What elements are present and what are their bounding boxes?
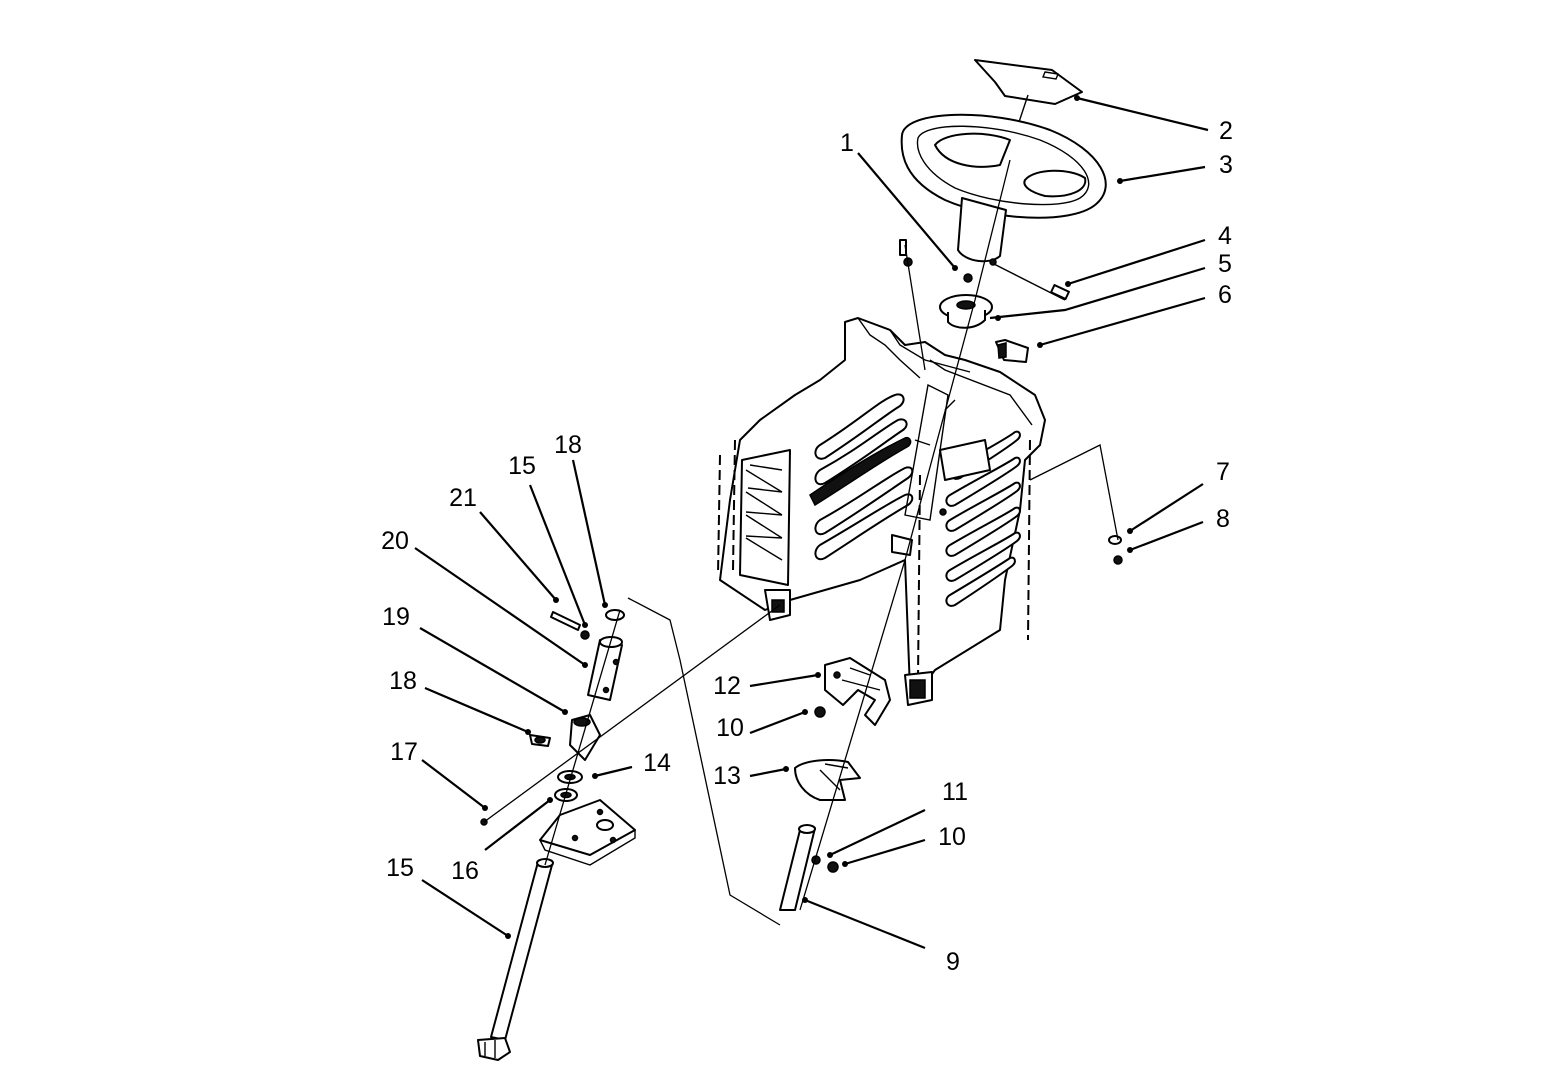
callout-3: 3 xyxy=(1117,151,1233,184)
callout-6: 6 xyxy=(1037,281,1232,348)
clip xyxy=(995,339,1029,363)
sleeve xyxy=(587,636,623,701)
callout-11: 11 xyxy=(827,778,968,858)
callout-2: 2 xyxy=(1074,95,1233,145)
callout-10-lower-label: 10 xyxy=(938,823,966,851)
callout-1-label: 1 xyxy=(840,129,854,157)
steering-shaft-bolt xyxy=(477,858,554,1061)
bracket-upper xyxy=(814,657,891,726)
callout-18-lower-label: 18 xyxy=(389,667,417,695)
callout-12-label: 12 xyxy=(713,672,741,700)
callout-7-label: 7 xyxy=(1216,458,1230,486)
steering-wheel xyxy=(900,113,1107,266)
steering-console-housing xyxy=(717,317,1046,706)
washer-lower xyxy=(529,734,551,747)
callout-4-label: 4 xyxy=(1218,222,1232,250)
callout-18-lower: 18 xyxy=(389,667,531,735)
callout-12: 12 xyxy=(713,672,821,700)
callout-10-upper: 10 xyxy=(716,709,808,742)
callout-7: 7 xyxy=(1127,458,1230,534)
callout-17: 17 xyxy=(390,738,488,811)
callout-2-label: 2 xyxy=(1219,117,1233,145)
callout-14-label: 14 xyxy=(643,749,671,777)
callout-5-label: 5 xyxy=(1218,250,1232,278)
roll-pin xyxy=(993,263,1070,301)
callout-18-upper-label: 18 xyxy=(554,431,582,459)
callout-16: 16 xyxy=(451,797,553,885)
callout-21: 21 xyxy=(449,484,559,603)
callout-21-label: 21 xyxy=(449,484,477,512)
parts-illustration xyxy=(477,59,1123,1061)
callout-10-upper-label: 10 xyxy=(716,714,744,742)
callout-15-lower: 15 xyxy=(386,854,511,939)
callout-10-lower: 10 xyxy=(842,823,966,867)
callout-5: 5 xyxy=(989,250,1232,321)
callout-13-label: 13 xyxy=(713,762,741,790)
callout-17-label: 17 xyxy=(390,738,418,766)
lower-steering-shaft xyxy=(779,824,839,911)
callout-13: 13 xyxy=(713,762,789,790)
callout-11-label: 11 xyxy=(942,778,968,806)
callout-9-label: 9 xyxy=(946,948,960,976)
callout-labels: 1 2 3 4 5 6 7 8 xyxy=(381,95,1233,976)
callout-6-label: 6 xyxy=(1218,281,1232,309)
callout-8: 8 xyxy=(1127,505,1230,553)
callout-14: 14 xyxy=(592,749,671,779)
washer-and-bolt xyxy=(1108,535,1123,565)
callout-18-upper: 18 xyxy=(554,431,608,608)
callout-20: 20 xyxy=(381,527,588,668)
callout-1: 1 xyxy=(840,129,958,271)
callout-20-label: 20 xyxy=(381,527,409,555)
pivot-block xyxy=(569,714,601,761)
callout-3-label: 3 xyxy=(1219,151,1233,179)
assembly-axis-lines xyxy=(483,159,1119,926)
callout-8-label: 8 xyxy=(1216,505,1230,533)
callout-15-upper-label: 15 xyxy=(508,452,536,480)
bearing-bracket xyxy=(794,759,861,801)
callout-19: 19 xyxy=(382,603,568,715)
mounting-plate xyxy=(539,799,636,866)
callout-19-label: 19 xyxy=(382,603,410,631)
callout-15-upper: 15 xyxy=(508,452,588,628)
callout-15-lower-label: 15 xyxy=(386,854,414,882)
callout-16-label: 16 xyxy=(451,857,479,885)
callout-4: 4 xyxy=(1065,222,1232,287)
callout-9: 9 xyxy=(802,897,960,976)
